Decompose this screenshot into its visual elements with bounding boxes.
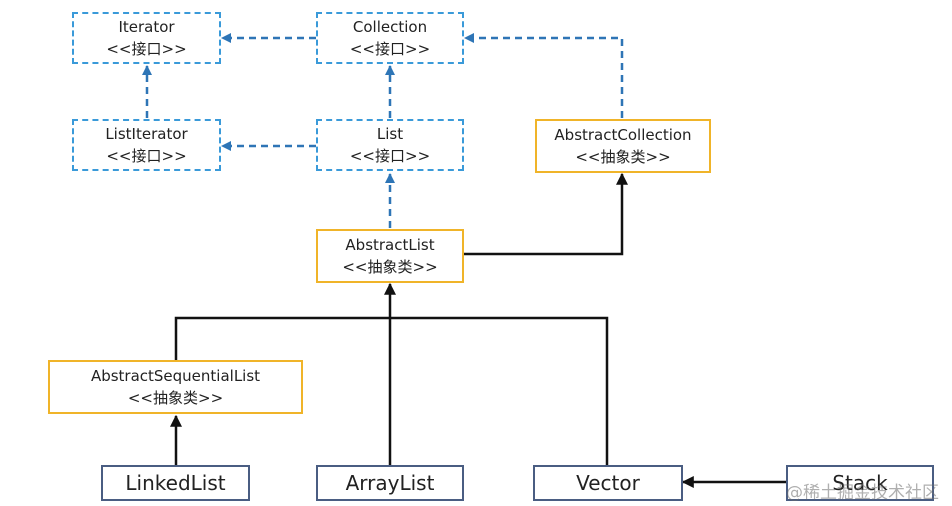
- node-name: ListIterator: [105, 125, 188, 143]
- node-name: AbstractCollection: [554, 126, 692, 144]
- node-abstractsequentiallist: AbstractSequentialList <<抽象类>>: [48, 360, 303, 414]
- node-stereotype: <<接口>>: [349, 147, 431, 165]
- node-name: List: [376, 125, 404, 143]
- edge-abstractsequentiallist-to-abstractlist: [174, 316, 390, 360]
- node-iterator: Iterator <<接口>>: [72, 12, 221, 64]
- node-stack: Stack: [786, 465, 934, 501]
- edge-abstractlist-to-abstractcollection: [464, 172, 628, 256]
- node-name: LinkedList: [125, 471, 226, 495]
- node-stereotype: <<接口>>: [106, 147, 187, 165]
- node-name: ArrayList: [345, 471, 435, 495]
- node-name: Vector: [576, 471, 640, 495]
- node-name: Collection: [352, 18, 428, 36]
- node-vector: Vector: [533, 465, 683, 501]
- watermark: @稀土掘金技术社区: [786, 483, 939, 503]
- node-listiterator: ListIterator <<接口>>: [72, 119, 221, 171]
- node-linkedlist: LinkedList: [101, 465, 250, 501]
- node-list: List <<接口>>: [316, 119, 464, 171]
- node-name: Iterator: [118, 18, 175, 36]
- node-name: AbstractSequentialList: [90, 367, 261, 385]
- node-name: Stack: [832, 471, 888, 495]
- node-arraylist: ArrayList: [316, 465, 464, 501]
- edge-vector-to-abstractlist: [390, 316, 609, 465]
- node-stereotype: <<接口>>: [349, 40, 431, 58]
- node-name: AbstractList: [345, 236, 435, 254]
- node-collection: Collection <<接口>>: [316, 12, 464, 64]
- edge-abstractcollection-to-collection: [464, 33, 624, 118]
- node-stereotype: <<抽象类>>: [127, 389, 224, 407]
- node-stereotype: <<接口>>: [106, 40, 187, 58]
- node-stereotype: <<抽象类>>: [342, 258, 438, 276]
- node-stereotype: <<抽象类>>: [575, 148, 671, 166]
- node-abstractcollection: AbstractCollection <<抽象类>>: [535, 119, 711, 173]
- node-abstractlist: AbstractList <<抽象类>>: [316, 229, 464, 283]
